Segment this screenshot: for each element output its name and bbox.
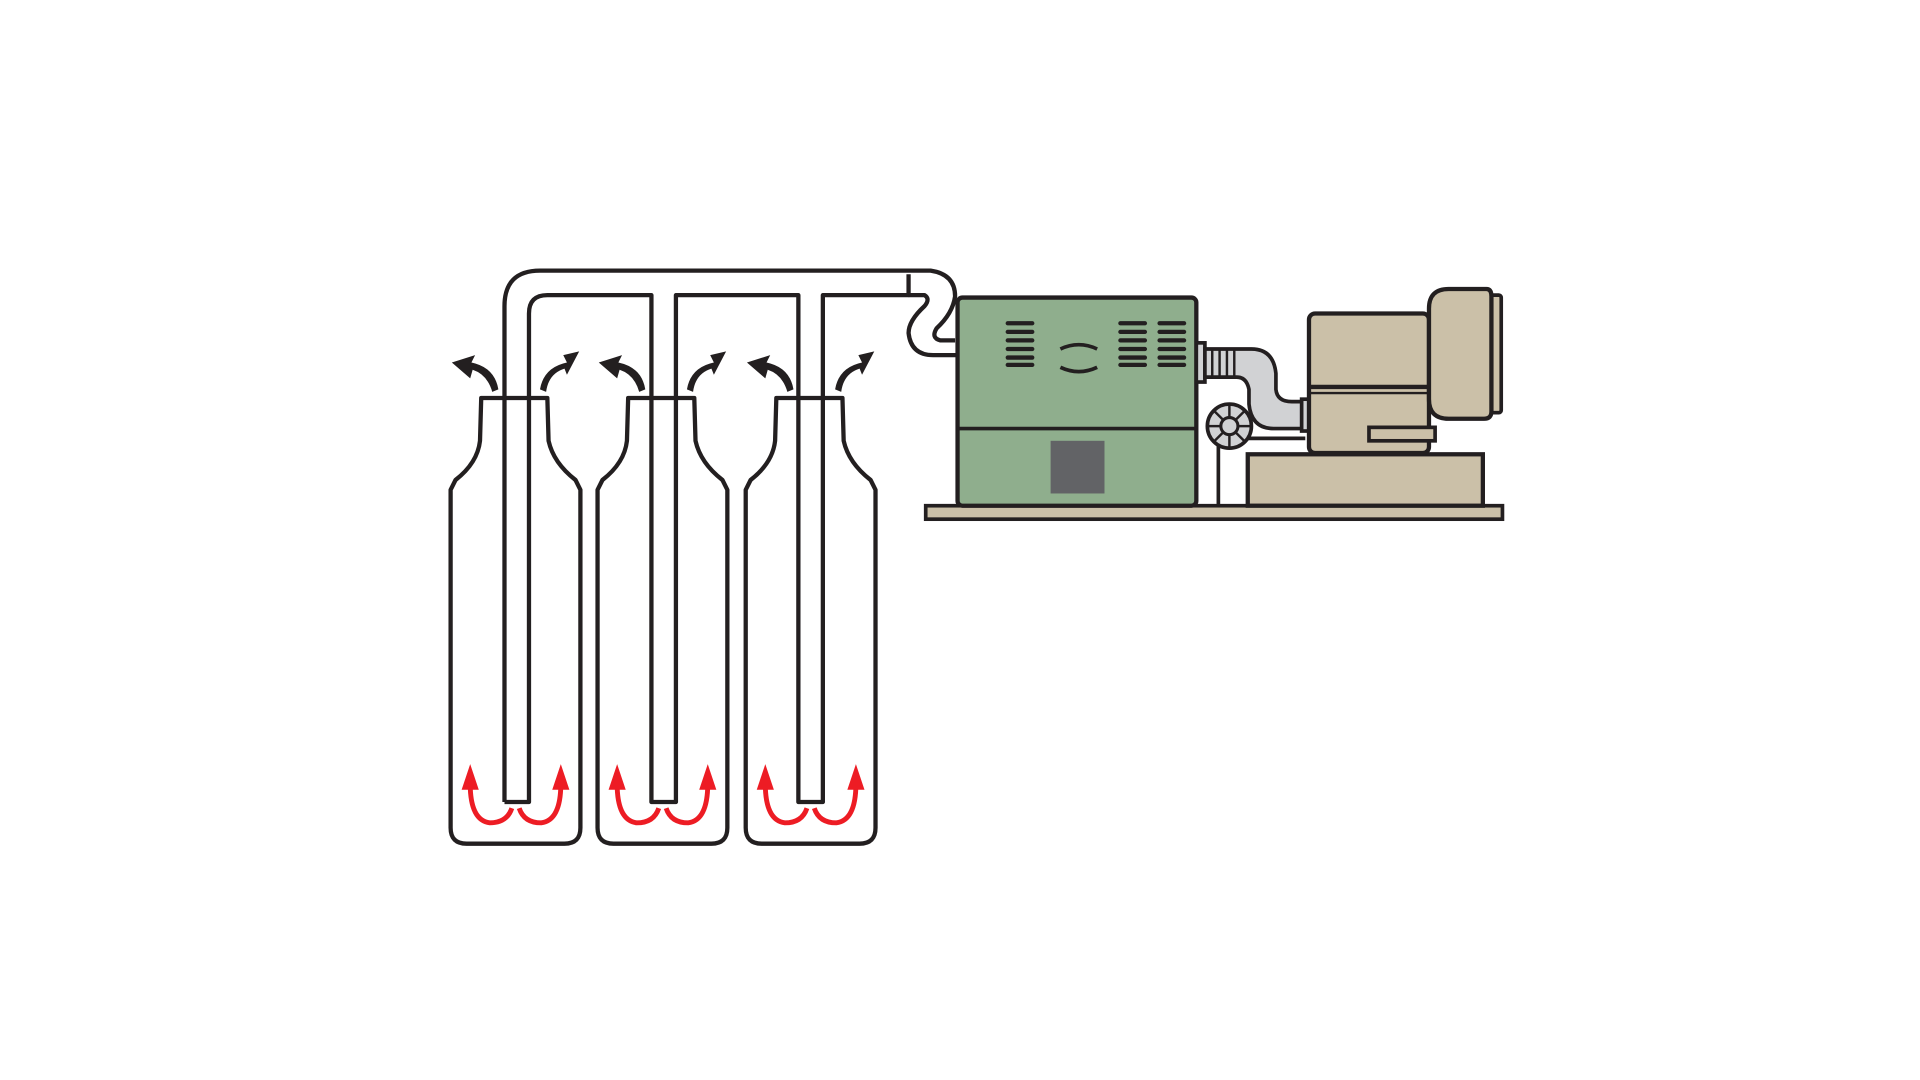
access-panel: [1050, 440, 1105, 494]
bottle-1: [448, 395, 583, 846]
valve-wheel-icon: [1205, 402, 1306, 506]
manifold-pipe: [502, 268, 958, 805]
generator-unit: [955, 295, 1199, 508]
exhaust-arrows: [451, 351, 875, 392]
base-plate: [923, 503, 1505, 522]
inflow-arrows: [467, 783, 859, 826]
motor-base: [1245, 452, 1485, 508]
motor: [1245, 286, 1504, 508]
bottle-3: [743, 395, 878, 846]
flex-coupling: [1194, 341, 1311, 433]
exhaust-arrow-left: [451, 351, 580, 392]
bottle-2: [595, 395, 730, 846]
inflow-arrowheads: [461, 764, 865, 790]
